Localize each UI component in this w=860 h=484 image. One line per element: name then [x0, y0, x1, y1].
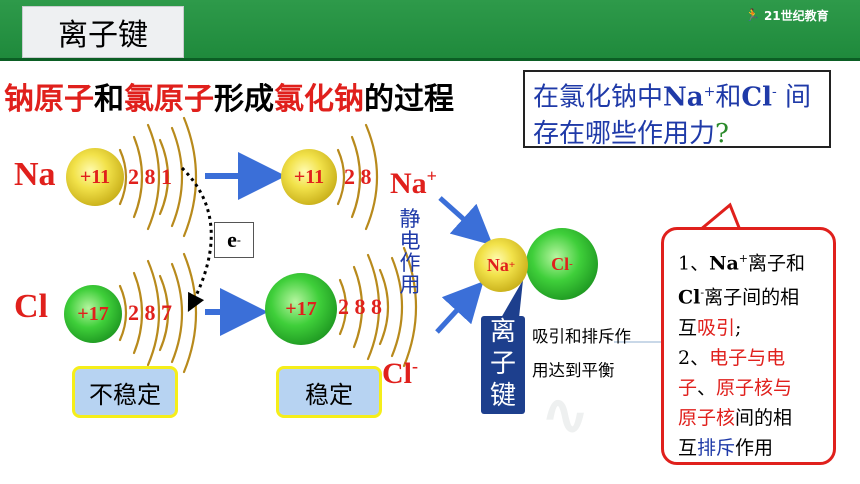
question-cl: Cl [741, 82, 772, 113]
note-text: 互 [678, 316, 698, 339]
cl-nucleus-charge: +17 [77, 302, 109, 325]
cl-ion-shell-electrons: 2 8 8 [338, 294, 382, 319]
question-text: 存在哪些作用力 [533, 118, 716, 149]
arrow-na-ion-to-pair [438, 196, 493, 246]
electron-box: e- [214, 222, 254, 258]
balance-text-line: 用达到平衡 [532, 361, 615, 380]
question-box: 在氯化钠中Na+和Cl- 间 存在哪些作用力? [523, 70, 831, 149]
cl-label: Cl [14, 288, 48, 325]
note-text: 2、 [678, 346, 710, 369]
electron-symbol: e [227, 227, 237, 252]
na-ion-nucleus-charge: +11 [293, 165, 325, 188]
note-cl: Cl [678, 286, 701, 309]
balance-text: 吸引和排斥作 用达到平衡 [532, 320, 662, 388]
pair-na-ion: Na+ [474, 238, 528, 292]
callout-tail [501, 280, 523, 318]
logo: 🏃 21世纪教育 [745, 3, 845, 27]
header-underline [0, 58, 860, 61]
note-text: 作用 [735, 436, 774, 459]
na-label: Na [14, 156, 56, 193]
na-shell-electrons: 2 8 1 [128, 164, 172, 189]
question-mark: ? [715, 118, 729, 149]
note-red-text: 原子核 [678, 406, 736, 429]
question-text: 和 [715, 82, 742, 113]
subtitle-part: 氯化钠 [274, 82, 364, 117]
question-cl-charge: - [771, 84, 777, 100]
cl-ion-charge: - [412, 356, 418, 376]
explanation-note: 1、Na+离子和 Cl-离子间的相 互吸引; 2、电子与电 子、原子核与 原子核… [661, 227, 836, 465]
pair-na-symbol: Na [486, 254, 509, 275]
note-na: Na [709, 252, 739, 275]
question-na-charge: + [703, 84, 716, 100]
note-text: 互 [678, 436, 698, 459]
na-ion-label: Na+ [390, 166, 437, 201]
pair-cl-ion: Cl- [526, 228, 598, 300]
na-ion-symbol: Na [390, 167, 427, 200]
question-text: 间 [776, 82, 811, 113]
note-red-text: 电子与电 [709, 346, 786, 369]
cl-shell-electrons: 2 8 7 [128, 300, 172, 325]
ionic-bond-callout: 离子键 [481, 316, 525, 414]
na-nucleus-charge: +11 [79, 165, 111, 188]
note-cl-charge: - [700, 286, 705, 300]
na-ion-shell-electrons: 2 8 [344, 164, 372, 189]
stable-label: 稳定 [276, 366, 382, 418]
note-text: 离子间的相 [704, 286, 800, 309]
cl-ion-nucleus-charge: +17 [285, 297, 317, 320]
balance-text-line: 吸引和排斥作 [532, 327, 631, 346]
pair-na-charge: + [508, 259, 516, 271]
subtitle-part: 和 [94, 82, 124, 117]
note-red-text: 子 [678, 376, 698, 399]
na-ion-charge: + [426, 166, 437, 186]
cl-ion: +17 [265, 273, 337, 345]
page-title: 离子键 [22, 6, 184, 58]
note-text: ; [735, 316, 742, 339]
note-attract: 吸引 [697, 316, 736, 339]
note-text: 、 [697, 376, 717, 399]
na-ion: +11 [281, 149, 337, 205]
note-red-text: 原子核与 [716, 376, 793, 399]
runner-icon: 🏃 [745, 8, 760, 22]
na-atom: +11 [66, 148, 124, 206]
cl-ion-symbol: Cl [382, 357, 412, 390]
question-text: 在氯化钠中 [533, 82, 664, 113]
logo-text: 21世纪教育 [763, 8, 829, 23]
electron-charge: - [236, 232, 241, 247]
electron-transfer-arrow [180, 166, 213, 313]
note-text: 间的相 [735, 406, 793, 429]
arrow-cl-ion-to-pair [435, 281, 484, 334]
watermark: ∿ [540, 380, 591, 450]
subtitle-part: 形成 [214, 82, 274, 117]
note-text: 离子和 [748, 252, 806, 275]
note-repel: 排斥 [697, 436, 736, 459]
cl-atom: +17 [64, 285, 122, 343]
static-force-label: 静电作用 [399, 207, 421, 297]
subtitle-part: 的过程 [364, 82, 454, 117]
cl-ion-label: Cl- [382, 356, 418, 391]
electron-shell-arcs [118, 116, 418, 374]
unstable-label: 不稳定 [72, 366, 178, 418]
pair-cl-charge: - [569, 258, 573, 270]
note-na-charge: + [738, 252, 748, 265]
subtitle-part: 氯原子 [124, 82, 214, 117]
pair-cl-symbol: Cl [551, 253, 570, 274]
note-text: 1、 [678, 252, 710, 275]
note-bubble-tail [699, 202, 742, 232]
subtitle: 钠原子和氯原子形成氯化钠的过程 [4, 74, 454, 118]
subtitle-part: 钠原子 [4, 82, 94, 117]
question-na: Na [663, 82, 704, 113]
